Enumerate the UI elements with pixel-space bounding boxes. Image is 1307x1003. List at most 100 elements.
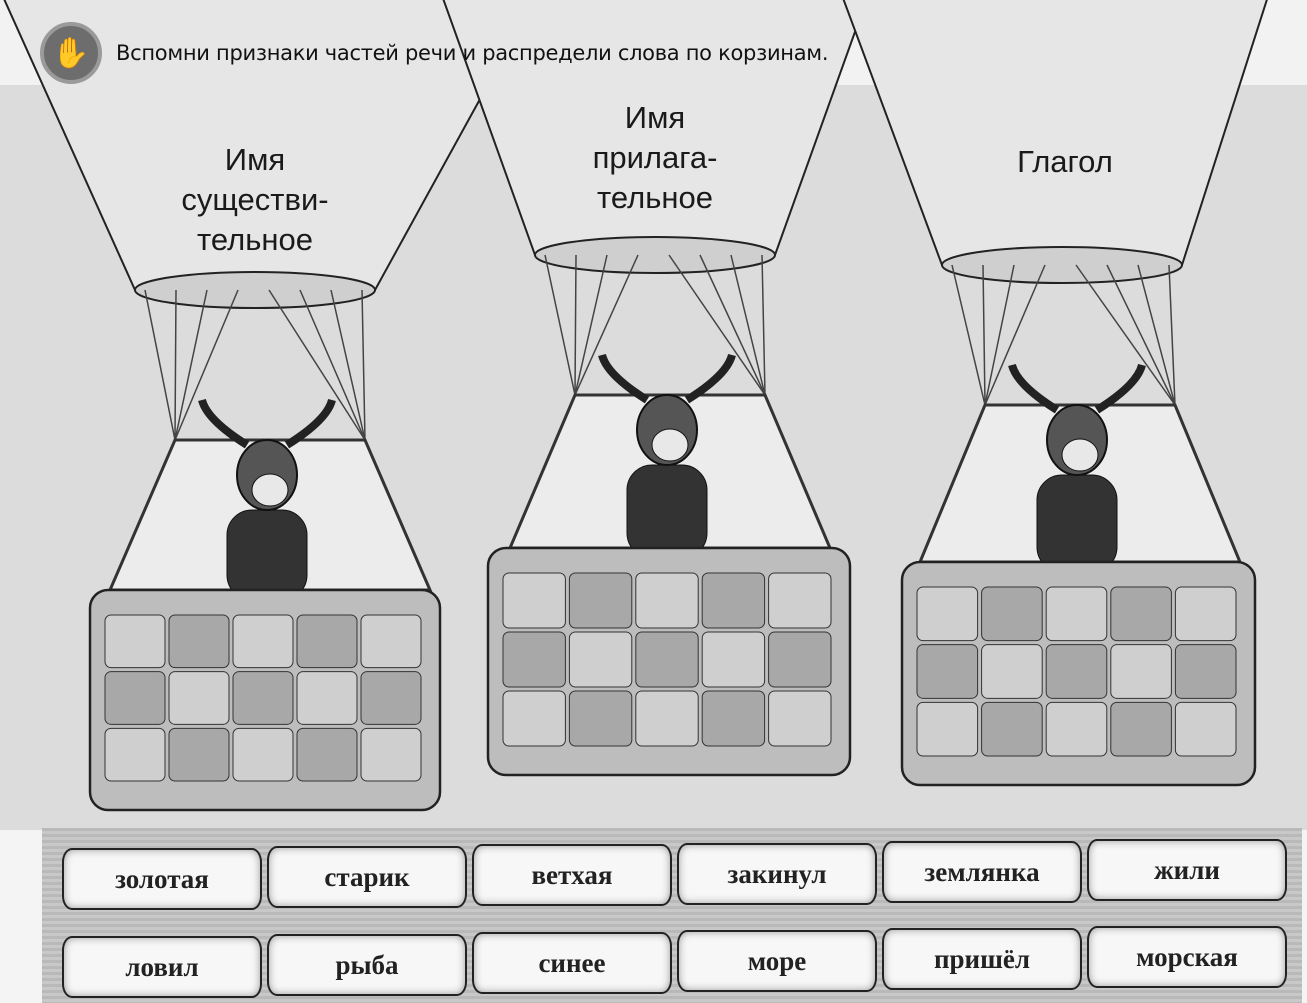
rope [330, 289, 366, 441]
word-card[interactable]: золотая [62, 848, 262, 910]
basket-weave [1110, 586, 1172, 642]
rope [574, 254, 608, 396]
rope [668, 254, 766, 396]
basket-weave [360, 727, 422, 782]
moose-antlers [1008, 363, 1146, 414]
basket-weave [1045, 586, 1108, 642]
rope [984, 264, 1015, 406]
basket-weave [1045, 701, 1108, 757]
basket-weave [701, 631, 766, 688]
label-line: прилага- [592, 140, 718, 175]
word-card[interactable]: синее [472, 932, 672, 994]
rope [1168, 264, 1176, 406]
basket-weave [1174, 586, 1237, 642]
basket-weave [168, 671, 230, 725]
basket-weave [635, 690, 699, 747]
instruction-text: Вспомни признаки частей речи и распредел… [116, 41, 829, 65]
word-card[interactable]: ветхая [472, 844, 672, 906]
rope [984, 264, 1046, 406]
rope [299, 289, 366, 441]
basket-label-noun: Имя существи- тельное [130, 140, 380, 260]
word-card[interactable]: землянка [882, 841, 1082, 903]
basket-weave [1110, 701, 1172, 757]
basket-weave [568, 572, 633, 629]
basket-weave [701, 690, 766, 747]
word-card[interactable]: рыба [267, 934, 467, 996]
basket-weave [568, 690, 633, 747]
moose-body [226, 509, 308, 601]
basket-weave [981, 586, 1043, 642]
basket-weave [916, 701, 979, 757]
word-card[interactable]: морская [1087, 926, 1287, 988]
basket-weave [768, 690, 832, 747]
basket-weave [360, 671, 422, 725]
moose-snout [1061, 438, 1099, 472]
basket-weave [232, 614, 294, 669]
rope [1106, 264, 1176, 406]
rope [174, 289, 208, 441]
basket-weave [1174, 644, 1237, 699]
label-line: тельное [197, 222, 313, 257]
rope [699, 254, 766, 396]
word-card[interactable]: ловил [62, 936, 262, 998]
rope [174, 289, 177, 441]
instruction: ✋ Вспомни признаки частей речи и распред… [40, 22, 829, 84]
basket-weave [1045, 644, 1108, 699]
rope [361, 289, 366, 441]
word-card[interactable]: старик [267, 846, 467, 908]
basket-weave [502, 572, 566, 629]
basket-weave [768, 631, 832, 688]
basket-weave [104, 727, 166, 782]
word-card[interactable]: закинул [677, 843, 877, 905]
rope [730, 254, 766, 396]
label-line: тельное [597, 180, 713, 215]
label-line: Имя [624, 100, 686, 135]
hand-stop-icon: ✋ [40, 22, 102, 84]
basket-weave [568, 631, 633, 688]
basket-weave [701, 572, 766, 629]
basket-weave [296, 671, 358, 725]
basket-weave [768, 572, 832, 629]
basket-weave [916, 644, 979, 699]
rope [761, 254, 766, 396]
basket-weave [104, 671, 166, 725]
moose-body [626, 464, 708, 559]
word-card[interactable]: море [677, 930, 877, 992]
basket-weave [360, 614, 422, 669]
label-line: существи- [181, 182, 329, 217]
rope [951, 264, 986, 406]
rope [268, 289, 366, 441]
rope [574, 254, 577, 396]
word-card[interactable]: жили [1087, 839, 1287, 901]
basket-label-verb: Глагол [940, 142, 1190, 182]
rope [544, 254, 576, 396]
basket-weave [502, 690, 566, 747]
moose-body [1036, 474, 1118, 573]
balloon-ring [134, 271, 376, 309]
moose-antlers [198, 398, 336, 449]
basket-label-adjective: Имя прилага- тельное [530, 98, 780, 218]
rope [1137, 264, 1176, 406]
rope [574, 254, 639, 396]
word-card[interactable]: пришёл [882, 928, 1082, 990]
rope [174, 289, 239, 441]
basket-weave [981, 701, 1043, 757]
basket-weave [635, 631, 699, 688]
balloon-ring [941, 246, 1183, 284]
basket-weave [168, 727, 230, 782]
moose-snout [251, 473, 289, 507]
rope [982, 264, 986, 406]
rope [144, 289, 176, 441]
moose-antlers [598, 353, 736, 404]
label-line: Глагол [1017, 144, 1113, 179]
basket-weave [104, 614, 166, 669]
basket-weave [635, 572, 699, 629]
basket-weave [168, 614, 230, 669]
moose-snout [651, 428, 689, 462]
basket-weave [502, 631, 566, 688]
rope [1075, 264, 1176, 406]
basket-weave [232, 727, 294, 782]
basket-weave [232, 671, 294, 725]
basket-weave [1110, 644, 1172, 699]
